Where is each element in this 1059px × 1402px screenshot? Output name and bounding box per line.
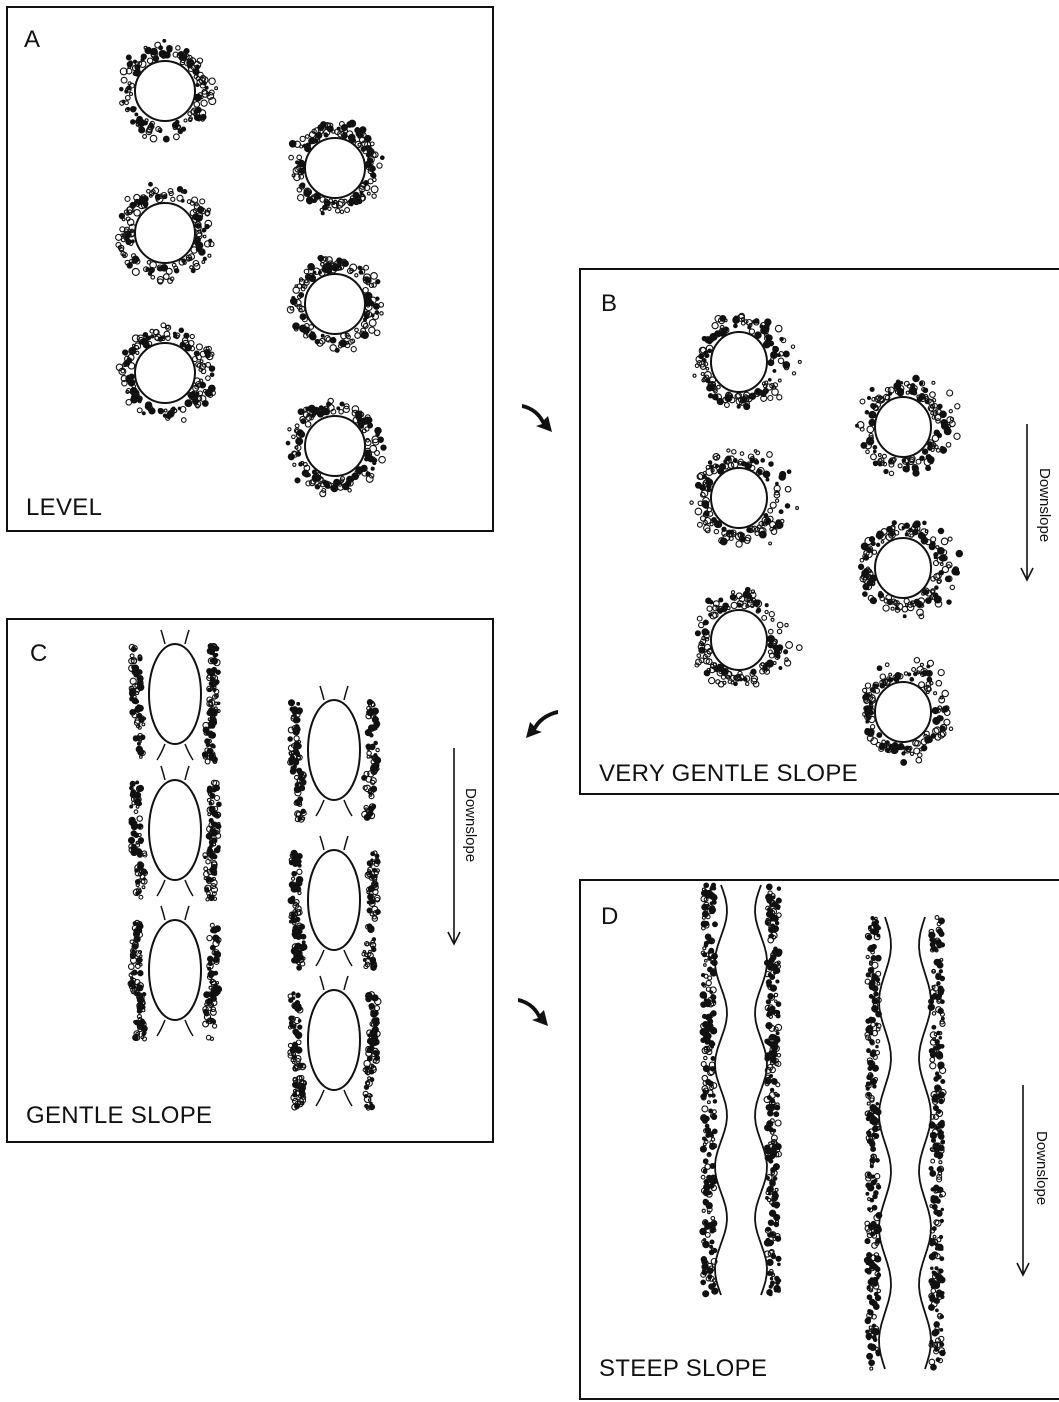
- down-arrow-icon: [448, 748, 460, 944]
- down-arrow-icon: [1017, 1085, 1029, 1275]
- panel-level: A LEVEL: [6, 6, 494, 532]
- level-hummocks-drawing: [8, 8, 496, 534]
- panel-caption-b: VERY GENTLE SLOPE: [599, 760, 858, 788]
- panel-caption-c: GENTLE SLOPE: [26, 1102, 212, 1130]
- steep-slope-stripes-drawing: [581, 881, 1059, 1402]
- panel-caption-d: STEEP SLOPE: [599, 1355, 767, 1383]
- panel-gentle-slope: C Downslope GENTLE SLOPE: [6, 618, 494, 1143]
- panel-caption-a: LEVEL: [26, 494, 102, 522]
- down-arrow-icon: [1021, 424, 1033, 580]
- curved-arrow-icon: [518, 400, 562, 436]
- panel-very-gentle-slope: B Downslope VERY GENTLE SLOPE: [579, 268, 1059, 795]
- downslope-label-d: Downslope: [1033, 1131, 1050, 1205]
- downslope-label-c: Downslope: [462, 788, 479, 862]
- panel-steep-slope: D Downslope STEEP SLOPE: [579, 879, 1059, 1400]
- downslope-label-b: Downslope: [1036, 468, 1053, 542]
- gentle-slope-hummocks-drawing: [8, 620, 496, 1145]
- curved-arrow-icon: [514, 994, 558, 1030]
- very-gentle-slope-hummocks-drawing: [581, 270, 1059, 797]
- curved-arrow-icon: [522, 708, 564, 744]
